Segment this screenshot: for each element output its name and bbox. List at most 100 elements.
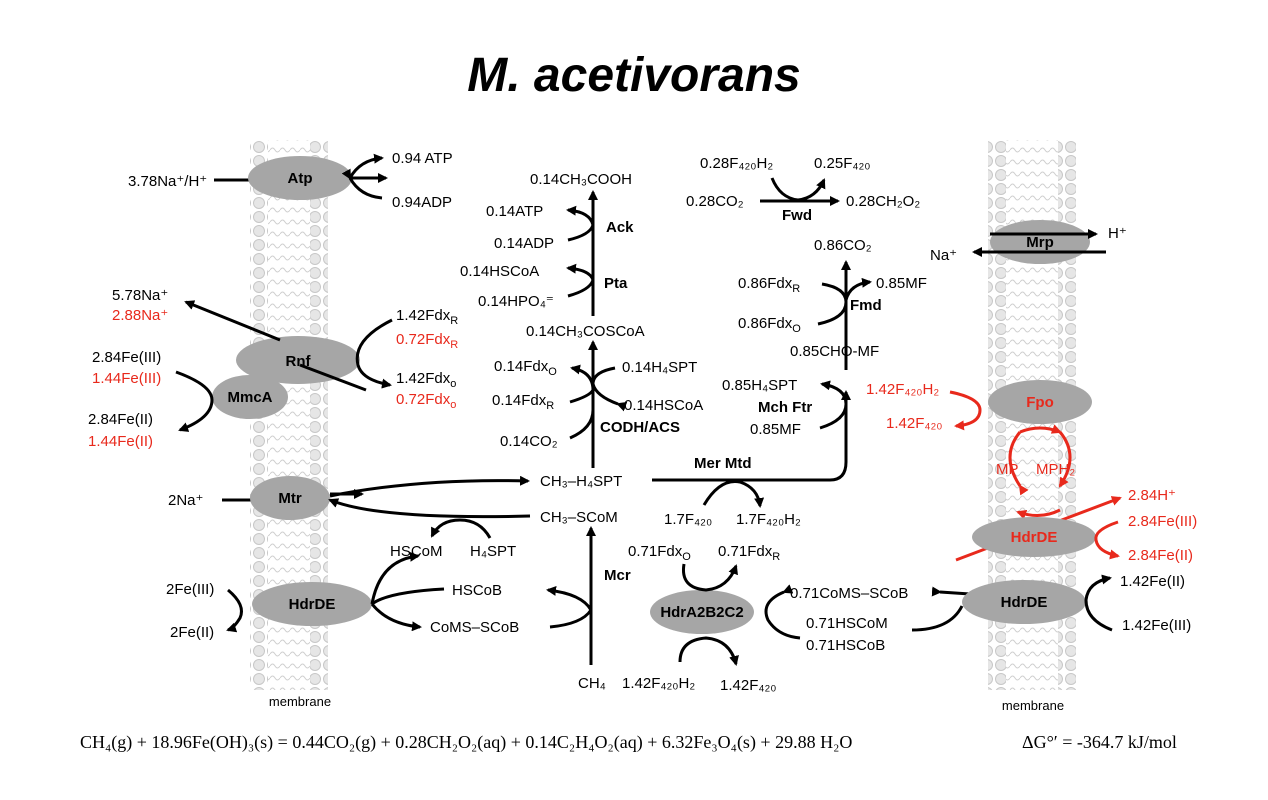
- svg-text:0.71FdxR: 0.71FdxR: [718, 543, 780, 563]
- rnf-fdxo-black-label: 1.42Fdx: [396, 370, 451, 387]
- hdrde-right-enzyme: [962, 580, 1086, 624]
- mrp-h-label: H⁺: [1108, 225, 1127, 242]
- svg-text:1.42F₄₂₀H₂: 1.42F₄₂₀H₂: [866, 381, 939, 398]
- hdr-comsscob-label: 0.71CoMS–SCoB: [790, 585, 908, 602]
- svg-text:0.14FdxR: 0.14FdxR: [492, 392, 554, 412]
- comsscob-label: CoMS–SCoB: [430, 619, 519, 636]
- fmd-fdxr-label: 0.86Fdx: [738, 275, 793, 292]
- hdr-fdxr-sub: R: [772, 551, 780, 563]
- hpo4-label: 0.14HPO₄⁼: [478, 293, 554, 310]
- rnf-fdxr-black-label: 1.42Fdx: [396, 307, 451, 324]
- hscob-label: HSCoB: [452, 582, 502, 599]
- ch3-h4spt-label: CH₃–H₄SPT: [540, 473, 622, 490]
- rnf-fdxr-black-sub: R: [450, 315, 458, 327]
- mmca-fe2-red-label: 1.44Fe(II): [88, 433, 153, 450]
- mrp-enzyme-label: Mrp: [1026, 234, 1054, 251]
- hdr-hscom-label: 0.71HSCoM: [806, 615, 888, 632]
- svg-text:0.86FdxR: 0.86FdxR: [738, 275, 800, 295]
- hdrde-red-enzyme: [972, 517, 1096, 557]
- codh-fdxr-sub: R: [546, 400, 554, 412]
- fpo-enzyme-label: Fpo: [1026, 394, 1054, 411]
- fmd-co2-label: 0.86CO₂: [814, 237, 872, 254]
- rnf-fdxr-red-label: 0.72Fdx: [396, 331, 451, 348]
- mtr-na-label: 2Na⁺: [168, 492, 203, 509]
- mp-label: MP: [996, 461, 1019, 478]
- svg-text:1.42F₄₂₀H₂: 1.42F₄₂₀H₂: [622, 675, 695, 692]
- rnf-fdxo-red-label: 0.72Fdx: [396, 391, 451, 408]
- ch3-scom-label: CH₃–SCoM: [540, 509, 618, 526]
- hdrde-red-enzyme-label: HdrDE: [1011, 529, 1058, 546]
- svg-text:0.14CO₂: 0.14CO₂: [500, 433, 558, 450]
- fmd-mf-label: 0.85MF: [876, 275, 927, 292]
- ack-label: Ack: [606, 219, 634, 236]
- hdrde-left-enzyme: [252, 582, 372, 626]
- hdra2b2c2-enzyme: [650, 590, 754, 634]
- fmd-fdxo-sub: O: [792, 323, 801, 335]
- acetate-label: 0.14CH₃COOH: [530, 171, 632, 188]
- hdrde-left-enzyme-label: HdrDE: [289, 596, 336, 613]
- acetylcoa-label: 0.14CH₃COSCoA: [526, 323, 645, 340]
- codh-hscoa-label: 0.14HSCoA: [624, 397, 703, 414]
- ch4-label: CH₄: [578, 675, 606, 692]
- codh-fdxr-label: 0.14Fdx: [492, 392, 547, 409]
- mmca-enzyme-label: MmcA: [227, 389, 272, 406]
- mch-ftr-label: Mch Ftr: [758, 399, 812, 416]
- svg-text:0.86FdxO: 0.86FdxO: [738, 315, 801, 335]
- atp014-label: 0.14ATP: [486, 203, 543, 220]
- mch-mf-label: 0.85MF: [750, 421, 801, 438]
- mmca-fe3-black-label: 2.84Fe(III): [92, 349, 161, 366]
- svg-text:1.42F₄₂₀: 1.42F₄₂₀: [886, 415, 943, 432]
- fmd-fdxr-sub: R: [792, 283, 800, 295]
- fpo-enzyme: [988, 380, 1092, 424]
- svg-text:0.72FdxR: 0.72FdxR: [396, 331, 458, 351]
- mcr-label: Mcr: [604, 567, 631, 584]
- adp014-label: 0.14ADP: [494, 235, 554, 252]
- hdr-fe3-label: 2Fe(III): [166, 581, 214, 598]
- mer-mtd-label: Mer Mtd: [694, 455, 752, 472]
- hdra2b2c2-enzyme-label: HdrA2B2C2: [660, 604, 743, 621]
- delta-g-value: ΔG°′ = -364.7 kJ/mol: [1022, 732, 1177, 752]
- fmd-fdxo-label: 0.86Fdx: [738, 315, 793, 332]
- codh-fdxo-label: 0.14Fdx: [494, 358, 549, 375]
- red-fe2-label: 2.84Fe(II): [1128, 547, 1193, 564]
- fpo-f420-label: 1.42F₄₂₀: [886, 415, 943, 432]
- atp-enzyme: [248, 156, 352, 200]
- svg-text:1.7F₄₂₀: 1.7F₄₂₀: [664, 511, 712, 528]
- mch-h4spt-label: 0.85H₄SPT: [722, 377, 797, 394]
- page-title: M. acetivorans: [467, 49, 801, 102]
- mtr-enzyme: [250, 476, 330, 520]
- hdr-hscob-label: 0.71HSCoB: [806, 637, 885, 654]
- left-membrane-label: membrane: [269, 694, 331, 709]
- hdr-fdxo-label: 0.71Fdx: [628, 543, 683, 560]
- adp-substrate-label: 0.94ADP: [392, 194, 452, 211]
- atp-enzyme-label: Atp: [288, 170, 313, 187]
- mmca-enzyme: [212, 375, 288, 419]
- hscoa-label: 0.14HSCoA: [460, 263, 539, 280]
- rnf-na-red-label: 2.88Na⁺: [112, 307, 168, 324]
- mer-f420-label: 1.7F₄₂₀: [664, 511, 712, 528]
- right-membrane-label: membrane: [1002, 698, 1064, 713]
- svg-text:1.42F₄₂₀: 1.42F₄₂₀: [720, 677, 777, 694]
- codh-acs-label: CODH/ACS: [600, 419, 680, 436]
- hdr-f420h2-label: 1.42F₄₂₀H₂: [622, 675, 695, 692]
- fwd-label: Fwd: [782, 207, 812, 224]
- rnf-enzyme: [236, 336, 360, 384]
- fwd-formate-label: 0.28CH₂O₂: [846, 193, 920, 210]
- red-h-label: 2.84H⁺: [1128, 487, 1176, 504]
- hdrde-right-enzyme-label: HdrDE: [1001, 594, 1048, 611]
- hdr-fdxr-label: 0.71Fdx: [718, 543, 773, 560]
- mmca-fe2-black-label: 2.84Fe(II): [88, 411, 153, 428]
- mph2-label: MPH₂: [1036, 461, 1075, 478]
- fmd-label: Fmd: [850, 297, 882, 314]
- fwd-f420h2-label: 0.28F₄₂₀H₂: [700, 155, 773, 172]
- hdr-f420-label: 1.42F₄₂₀: [720, 677, 777, 694]
- codh-h4spt-label: 0.14H₄SPT: [622, 359, 697, 376]
- svg-text:0.71FdxO: 0.71FdxO: [628, 543, 691, 563]
- codh-co2-label: 0.14CO₂: [500, 433, 558, 450]
- atp-na-label: 3.78Na⁺/H⁺: [128, 173, 207, 190]
- rnf-fdxr-red-sub: R: [450, 339, 458, 351]
- overall-equation: CH₄(g) + 18.96Fe(OH)₃(s) = 0.44CO₂(g) + …: [80, 732, 853, 752]
- red-fe3-label: 2.84Fe(III): [1128, 513, 1197, 530]
- fwd-f420-label: 0.25F₄₂₀: [814, 155, 871, 172]
- cho-mf-label: 0.85CHO-MF: [790, 343, 879, 360]
